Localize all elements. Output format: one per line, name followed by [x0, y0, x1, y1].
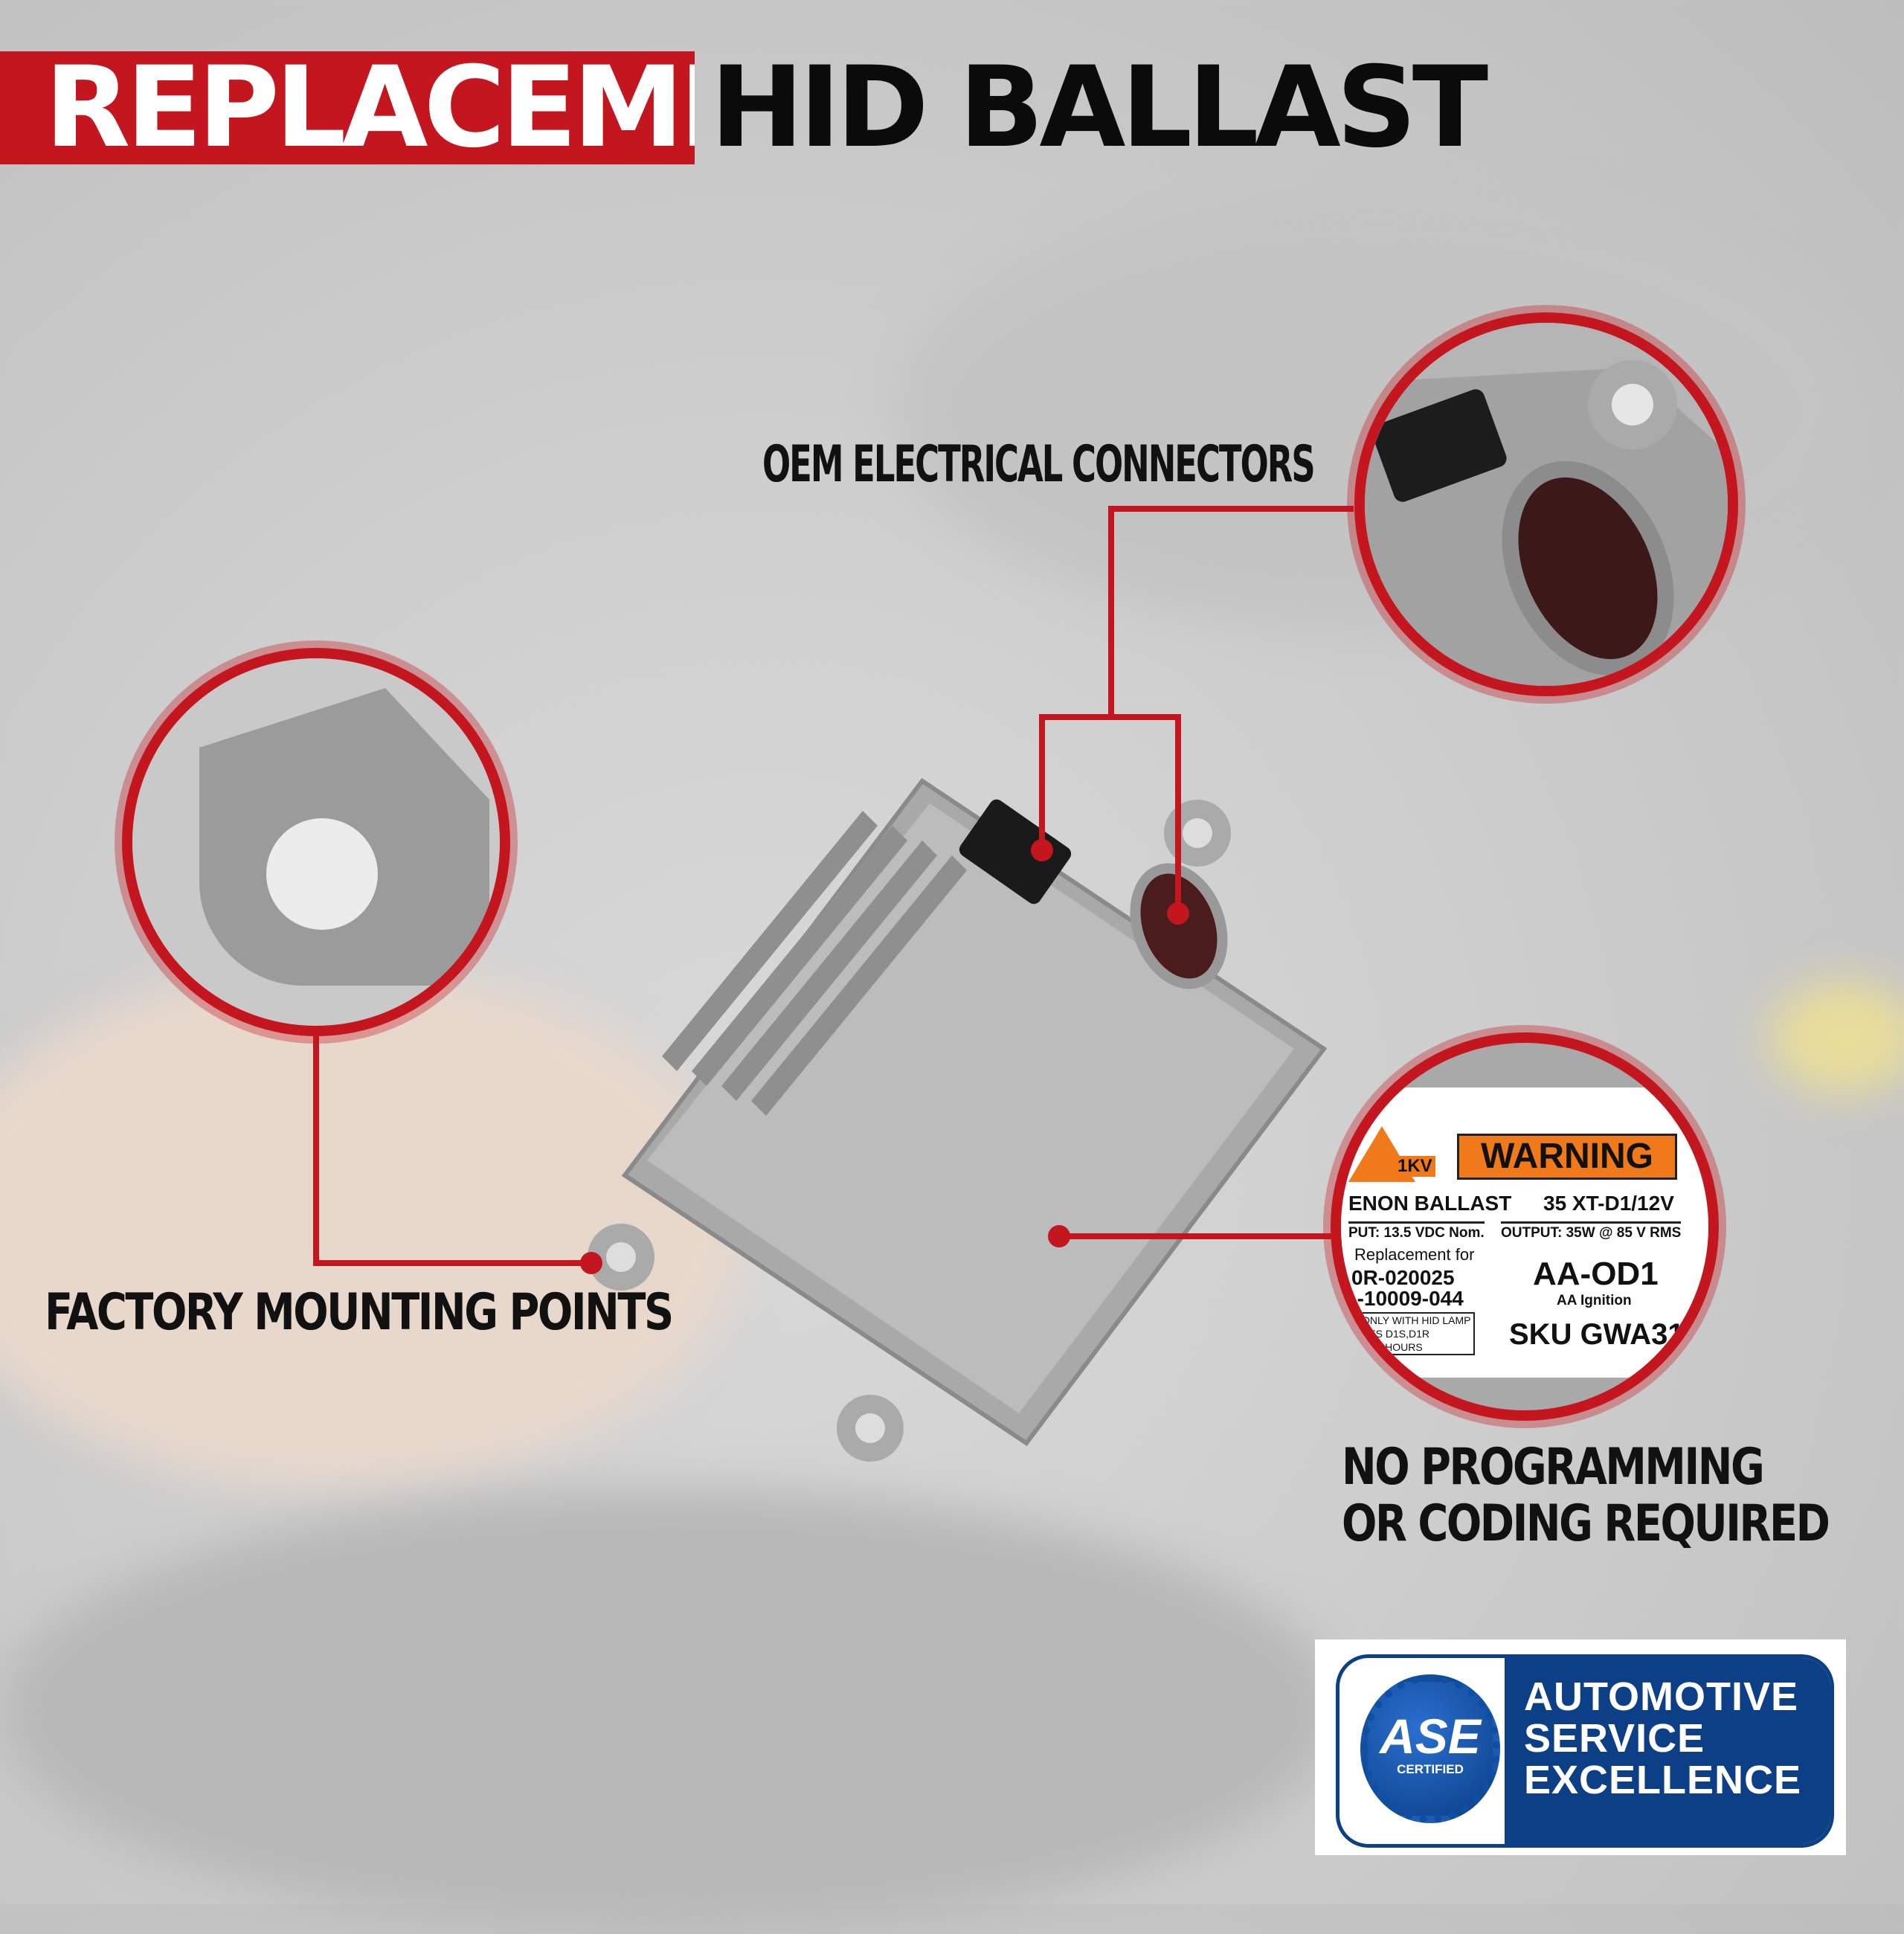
title-rest: HID BALLAST [710, 43, 1488, 173]
ballast-image [588, 777, 1328, 1462]
connector-marker [1167, 902, 1189, 925]
connector-leader-line [1039, 714, 1181, 720]
connectors-zoom-circle [1354, 312, 1738, 696]
connector-leader-line [1039, 714, 1045, 850]
connector-leader-line [1108, 506, 1354, 512]
mounting-marker [580, 1252, 602, 1274]
lamp-note-3: 3000HOURS [1362, 1341, 1423, 1353]
product-label: 1KV WARNING ENON BALLAST 35 XT-D1/12V PU… [1341, 1088, 1708, 1378]
warning-label: WARNING [1457, 1134, 1677, 1180]
part-number-1: 0R-020025 [1351, 1266, 1455, 1289]
voltage-label: 1KV [1395, 1156, 1435, 1177]
brand-name: AA Ignition [1557, 1293, 1632, 1308]
ase-line-1: AUTOMOTIVE [1524, 1674, 1799, 1719]
callout-programming-line2: OR CODING REQUIRED [1342, 1494, 1830, 1553]
label-marker [1048, 1225, 1070, 1247]
ase-line-2: SERVICE [1524, 1716, 1705, 1761]
title-highlight: REPLACEMENT [0, 51, 695, 164]
callout-connectors: OEM ELECTRICAL CONNECTORS [762, 435, 1316, 494]
lamp-note-2: PES D1S,D1R [1362, 1328, 1430, 1340]
callout-mounting: FACTORY MOUNTING POINTS [45, 1283, 674, 1342]
mounting-leader-line [313, 1260, 591, 1266]
mounting-leader-line [313, 1034, 319, 1266]
callout-programming-line1: NO PROGRAMMING [1342, 1438, 1765, 1497]
part-number-2: 1-10009-044 [1345, 1287, 1464, 1310]
connector-leader-line [1108, 506, 1114, 719]
callout-programming: NO PROGRAMMING OR CODING REQUIRED [1302, 1438, 1830, 1553]
brand-code: AA-OD1 [1533, 1256, 1659, 1292]
product-name: ENON BALLAST [1348, 1192, 1512, 1215]
ase-logo-text: ASE [1380, 1709, 1481, 1764]
sku: SKU GWA311 [1509, 1318, 1699, 1351]
label-leader-line [1059, 1233, 1342, 1239]
ase-certified-text: CERTIFIED [1397, 1762, 1464, 1776]
mounting-closeup-image [132, 658, 500, 1026]
lamp-note-1: ONLY WITH HID LAMP [1362, 1314, 1471, 1326]
label-zoom-circle: 1KV WARNING ENON BALLAST 35 XT-D1/12V PU… [1331, 1032, 1719, 1421]
connector-marker [1031, 839, 1053, 861]
product-input: PUT: 13.5 VDC Nom. [1348, 1221, 1485, 1241]
background-blur [1770, 982, 1904, 1093]
connectors-closeup-image [1365, 323, 1728, 686]
product-output: OUTPUT: 35W @ 85 V RMS [1501, 1221, 1682, 1241]
product-model: 35 XT-D1/12V [1543, 1192, 1674, 1215]
ase-badge: ASE CERTIFIED AUTOMOTIVE SERVICE EXCELLE… [1315, 1639, 1846, 1855]
ase-line-3: EXCELLENCE [1524, 1758, 1802, 1802]
replacement-for: Replacement for [1354, 1245, 1475, 1264]
ase-text-panel: AUTOMOTIVE SERVICE EXCELLENCE [1505, 1658, 1830, 1844]
mounting-zoom-circle [122, 648, 510, 1036]
ase-badge-frame: ASE CERTIFIED AUTOMOTIVE SERVICE EXCELLE… [1336, 1654, 1834, 1848]
ase-gear-icon: ASE CERTIFIED [1360, 1674, 1500, 1823]
lamp-note-box: ONLY WITH HID LAMP PES D1S,D1R 3000HOURS [1345, 1312, 1475, 1355]
connector-leader-line [1175, 714, 1181, 913]
background-blur [0, 1488, 1339, 1934]
